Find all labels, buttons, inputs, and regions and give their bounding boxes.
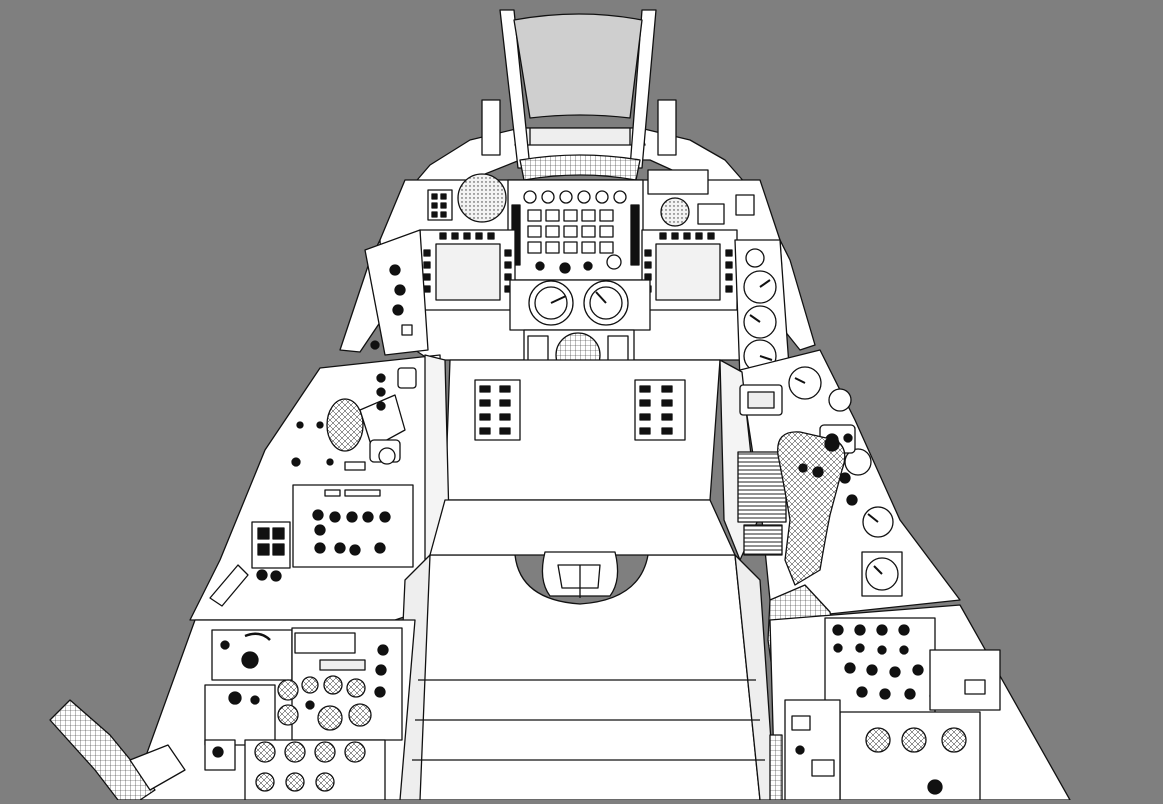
lower-left-panel-4[interactable] [244,739,386,801]
lower-right-panel-2[interactable] [839,711,981,801]
center-console [444,359,721,501]
left-canopy-post [481,99,501,156]
lower-right-panel-1[interactable] [824,617,941,714]
lower-right-lever[interactable] [769,734,783,801]
lower-left-panel-3[interactable] [204,684,276,771]
left-console-upper-switches[interactable] [291,367,417,471]
lower-right-panel-3[interactable] [929,649,1001,711]
right-upper-gauge [660,197,690,227]
right-canopy-post [657,99,677,156]
left-mfd[interactable] [419,229,516,311]
ejection-seat [394,499,776,801]
right-upper-switch-block[interactable] [697,203,725,225]
ejection-handle[interactable] [541,551,619,598]
radar-warning-display [457,173,507,223]
right-console-gauges [739,366,903,597]
engine-gauges-column [734,239,791,381]
right-console-vent [737,451,787,556]
left-console-lower-panel[interactable] [292,484,414,568]
lower-left-panel-2[interactable] [277,627,403,741]
lower-left-panel-1[interactable] [211,629,293,681]
right-mfd[interactable] [641,229,738,311]
throttle-grip[interactable] [326,394,406,465]
right-upper-box [735,194,755,216]
right-upper-indicator [647,169,709,195]
hud-combiner [499,9,657,181]
lower-right-panel-4[interactable] [784,699,841,801]
left-side-instrument-strip[interactable] [364,229,429,356]
left-console-lever[interactable] [209,564,249,607]
left-console-keypad[interactable] [251,521,291,582]
left-upper-keypad[interactable] [427,189,453,221]
upfront-control-panel[interactable] [507,179,644,281]
lower-left-lever[interactable] [49,699,186,801]
